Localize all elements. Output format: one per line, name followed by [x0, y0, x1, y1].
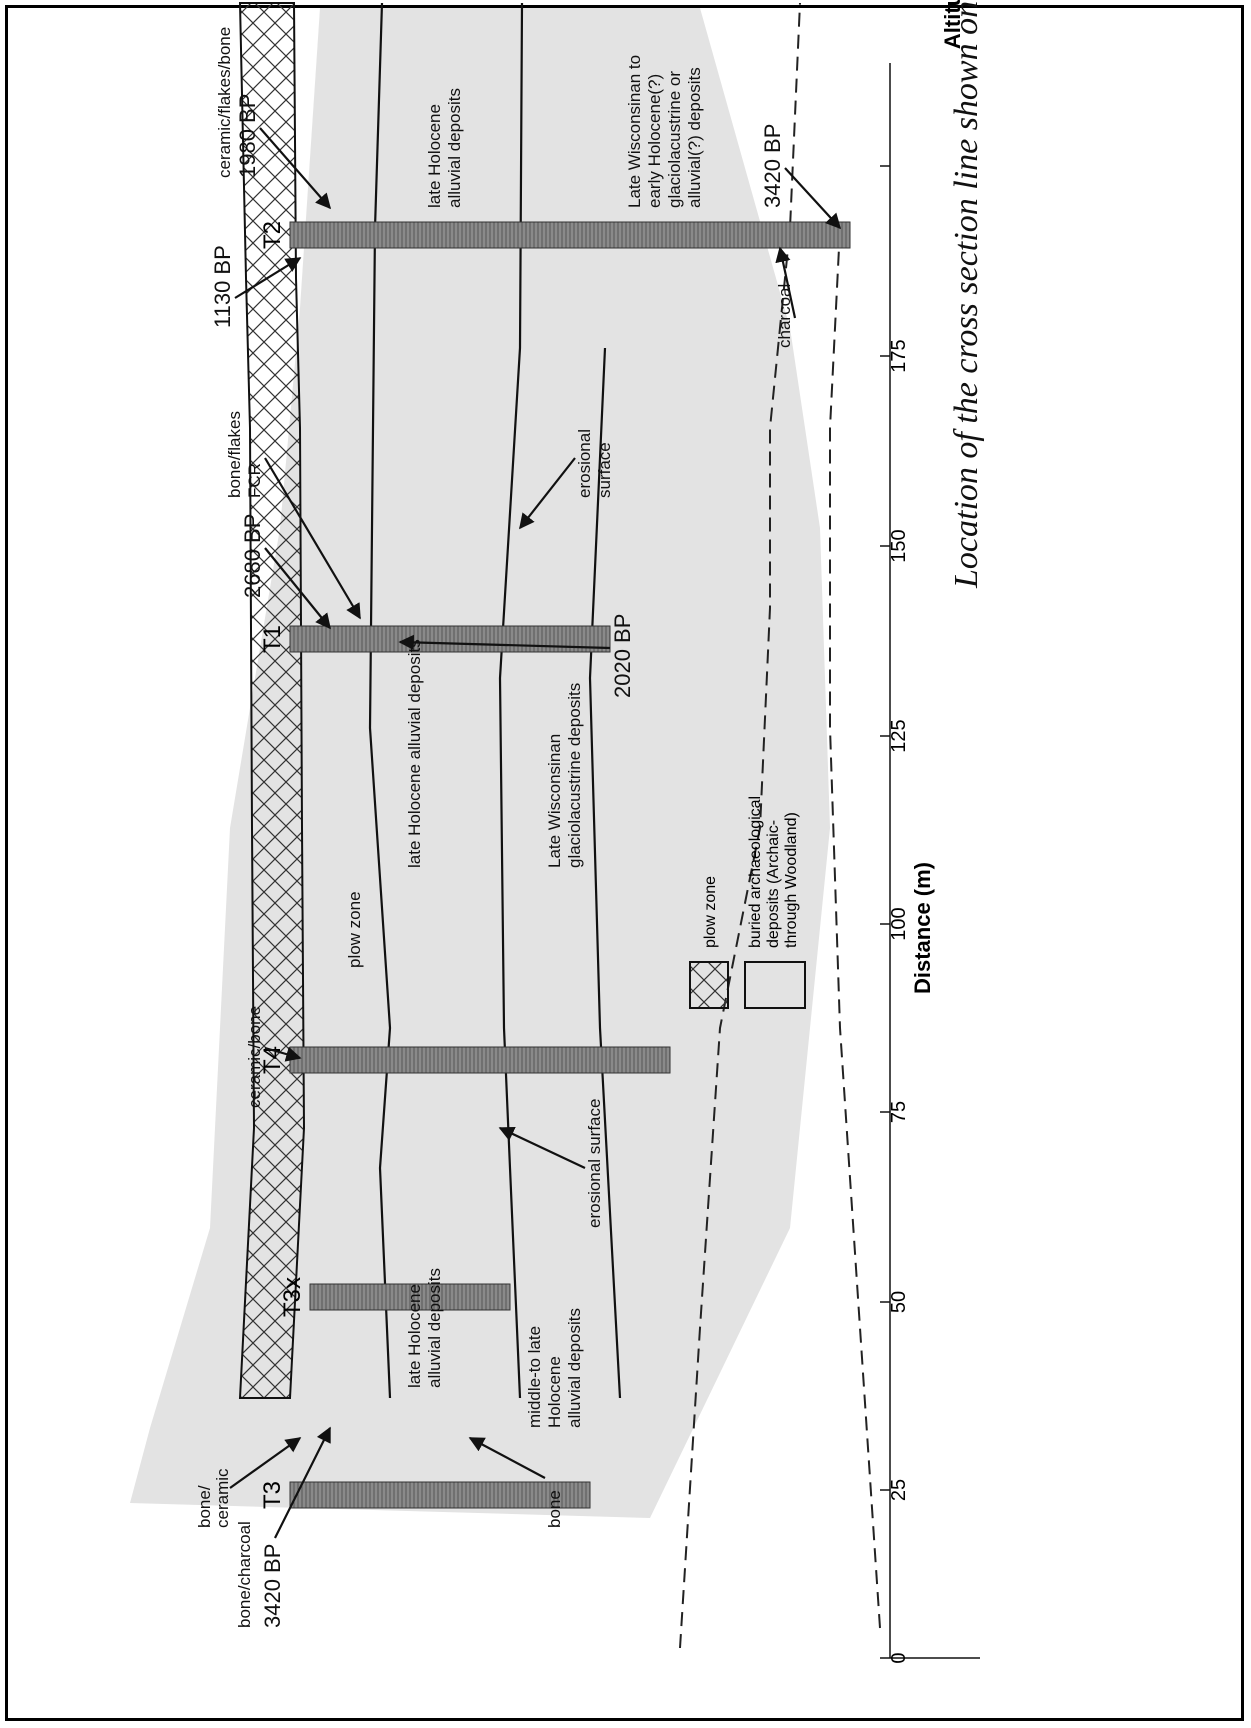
annot-2020bp: 2020 BP: [610, 614, 635, 698]
label-early-holocene-2: early Holocene(?): [645, 74, 664, 208]
trenches: T3 T3x T4 T1 T2: [259, 221, 851, 1509]
annot-erosional-surface-2a: erosional: [575, 429, 594, 498]
label-late-holocene-mid: late Holocene alluvial deposits: [405, 639, 424, 868]
legend: plow zone buried archaeological deposits…: [689, 796, 806, 1009]
legend-buried-swatch: [744, 961, 806, 1009]
tick-label-x6: 150: [888, 529, 910, 562]
label-wisconsinan-2: glaciolacustrine deposits: [565, 683, 584, 868]
trench-T4: [289, 1046, 671, 1074]
boundaries: [368, 2, 622, 1399]
annot-erosional-surface-2b: surface: [595, 442, 614, 498]
buried-deposits-area: [130, 8, 830, 1518]
x-axis-label: Distance (m): [910, 862, 935, 994]
page-border: [5, 5, 1244, 1721]
tick-label-x7: 175: [888, 339, 910, 372]
label-late-holocene-left-2: alluvial deposits: [425, 1268, 444, 1388]
trench-T1: [289, 625, 611, 653]
label-early-holocene-4: alluvial(?) deposits: [685, 67, 704, 208]
label-middle-late-2: Holocene: [545, 1356, 564, 1428]
legend-buried-label-2: deposits (Archaic-: [765, 820, 782, 948]
annotation-arrows: [229, 127, 842, 1539]
unit-labels: late Holocene alluvial deposits middle-t…: [345, 55, 704, 1428]
legend-plow-zone-label: plow zone: [702, 876, 719, 948]
trench-label-T3x: T3x: [279, 1277, 306, 1317]
tick-label-x5: 125: [888, 719, 910, 752]
annotations: bone/charcoal 3420 BP bone/ ceramic bone…: [195, 27, 794, 1628]
annot-bone-charcoal: bone/charcoal: [235, 1521, 254, 1628]
tick-label-x1: 25: [888, 1479, 910, 1501]
axes: 0 25 50 75 100 125 150 175 Distance (m) …: [880, 0, 980, 1664]
annot-ceramic-bone: ceramic/bone: [245, 1006, 264, 1108]
annot-erosional-surface: erosional surface: [585, 1099, 604, 1228]
annot-fcr: FCR: [245, 463, 264, 498]
label-plow-zone: plow zone: [345, 891, 364, 968]
trench-T3: [289, 1481, 591, 1509]
tick-label-x0: 0: [888, 1652, 910, 1663]
trench-label-T1: T1: [259, 625, 286, 653]
legend-buried-label-1: buried archaeological: [747, 796, 764, 948]
label-late-holocene-left-1: late Holocene: [405, 1284, 424, 1388]
label-late-holocene-right-1: late Holocene: [425, 104, 444, 208]
annot-ceramic-flakes-bone: ceramic/flakes/bone: [215, 27, 234, 178]
annot-charcoal: charcoal: [775, 284, 794, 348]
legend-plow-zone-swatch: [689, 961, 729, 1009]
annot-bone-ceramic-2: ceramic: [213, 1468, 232, 1528]
tick-label-x4: 100: [888, 907, 910, 940]
y-axis-label: Altitude (m): [940, 0, 965, 49]
label-late-holocene-right-2: alluvial deposits: [445, 88, 464, 208]
annot-bone-ceramic-1: bone/: [195, 1485, 214, 1528]
label-early-holocene-1: Late Wisconsinan to: [625, 55, 644, 208]
annot-bone-flakes: bone/flakes: [225, 411, 244, 498]
annot-1130bp: 1130 BP: [210, 245, 235, 328]
label-middle-late-3: alluvial deposits: [565, 1308, 584, 1428]
label-middle-late-1: middle-to late: [525, 1326, 544, 1428]
annot-bone: bone: [545, 1490, 564, 1528]
label-early-holocene-3: glaciolacustrine or: [665, 71, 684, 208]
trench-T3x: [309, 1283, 511, 1311]
tick-label-x3: 75: [888, 1101, 910, 1123]
tick-label-x2: 50: [888, 1291, 910, 1313]
trench-label-T2: T2: [259, 221, 286, 249]
trench-T2: [289, 221, 851, 249]
annot-2680bp: 2680 BP: [240, 514, 265, 598]
annot-1980bp: 1980 BP: [235, 94, 260, 178]
figure-caption: Location of the cross section line shown…: [948, 0, 985, 588]
legend-buried-label-3: through Woodland): [783, 812, 800, 948]
trench-label-T3: T3: [259, 1481, 286, 1509]
annot-3420bp-right: 3420 BP: [760, 124, 785, 208]
label-wisconsinan-1: Late Wisconsinan: [545, 734, 564, 868]
annot-3420bp-left: 3420 BP: [260, 1544, 285, 1628]
